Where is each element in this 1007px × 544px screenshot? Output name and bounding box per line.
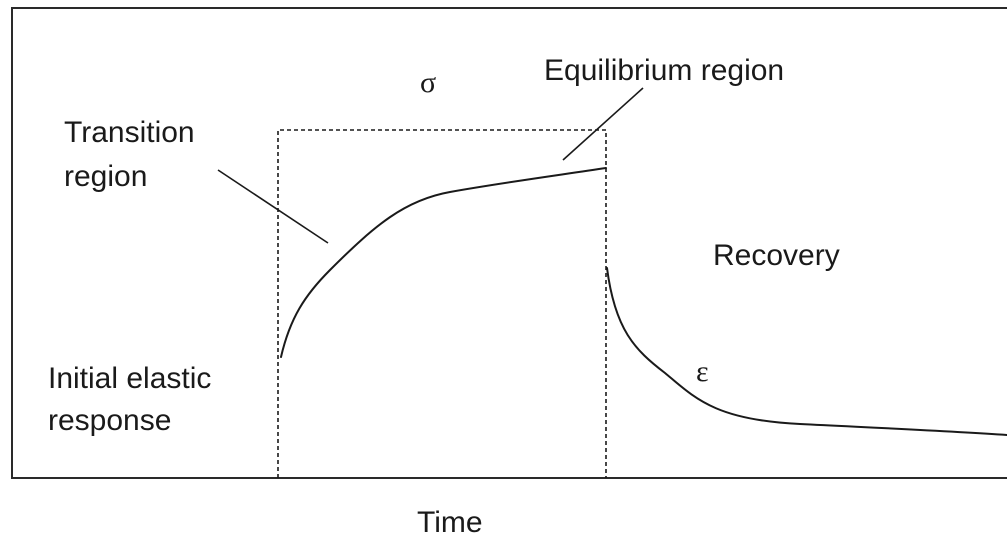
transition-region-label-line2: region bbox=[64, 160, 147, 193]
epsilon-label: ε bbox=[696, 355, 709, 388]
recovery-curve bbox=[606, 267, 1007, 436]
equilibrium-leader-line bbox=[562, 87, 644, 161]
transition-leader-line bbox=[217, 169, 329, 244]
creep-curve bbox=[280, 167, 607, 358]
stress-pulse-outline bbox=[277, 129, 607, 478]
sigma-label: σ bbox=[420, 66, 436, 99]
transition-region-label-line1: Transition bbox=[64, 116, 195, 149]
equilibrium-region-label: Equilibrium region bbox=[544, 54, 784, 87]
initial-elastic-response-label-line2: response bbox=[48, 404, 171, 437]
time-axis-label: Time bbox=[417, 506, 483, 539]
initial-elastic-response-label-line1: Initial elastic bbox=[48, 362, 211, 395]
plot-frame bbox=[11, 7, 1007, 479]
recovery-label: Recovery bbox=[713, 239, 840, 272]
